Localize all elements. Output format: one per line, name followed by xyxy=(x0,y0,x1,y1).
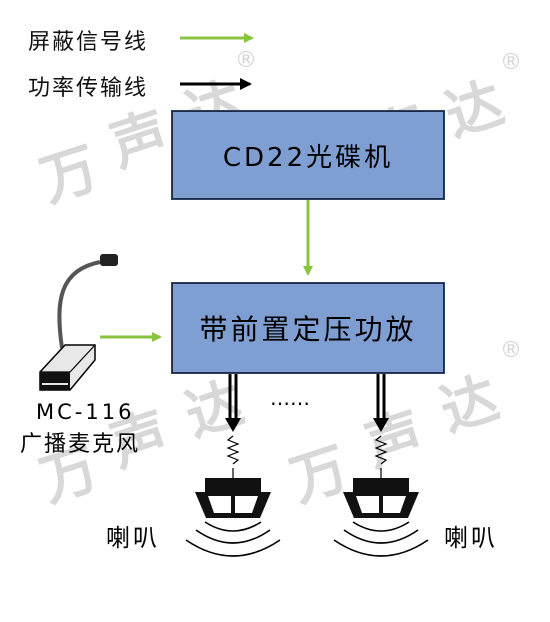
watermark-reg: ® xyxy=(500,338,522,363)
amplifier-box: 带前置定压功放 xyxy=(171,282,445,374)
power-line-left xyxy=(225,372,241,478)
watermark-reg: ® xyxy=(235,48,257,73)
legend-signal-label: 屏蔽信号线 xyxy=(28,30,149,55)
power-line-right xyxy=(373,372,389,478)
microphone-name: 广播麦克风 xyxy=(20,432,141,457)
legend-power-label: 功率传输线 xyxy=(28,76,149,101)
speaker-ellipsis: …… xyxy=(270,386,310,410)
microphone-icon xyxy=(39,254,118,391)
cd-player-box: CD22光碟机 xyxy=(171,110,445,200)
speaker-left-icon xyxy=(185,478,281,557)
watermark-reg: ® xyxy=(500,50,522,75)
amplifier-label: 带前置定压功放 xyxy=(199,313,417,346)
cd-player-label: CD22光碟机 xyxy=(222,142,394,173)
microphone-model: MC-116 xyxy=(36,400,135,424)
speaker-right-icon xyxy=(333,478,429,557)
speaker-left-label: 喇叭 xyxy=(106,524,160,552)
speaker-right-label: 喇叭 xyxy=(444,524,498,552)
